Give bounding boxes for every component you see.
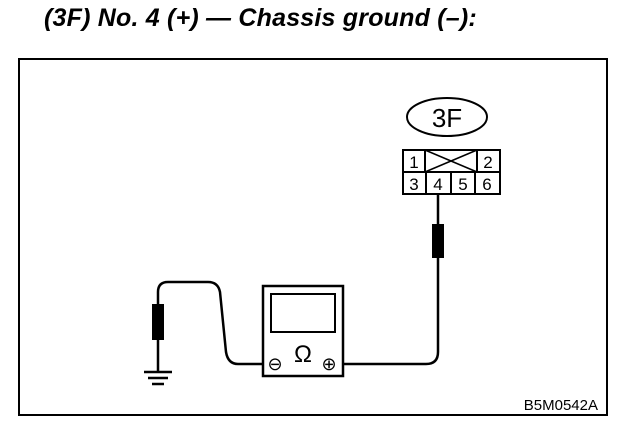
connector-3f: 1 2 3 4 5 6 <box>402 149 501 195</box>
negative-terminal-icon: ⊖ <box>267 354 282 374</box>
pin-5-label: 5 <box>458 175 467 194</box>
page-title: (3F) No. 4 (+) — Chassis ground (–): <box>44 4 477 32</box>
chassis-ground-icon <box>144 370 172 386</box>
pin-6-label: 6 <box>482 175 491 194</box>
pin-2-label: 2 <box>483 153 492 172</box>
positive-probe-lead <box>338 194 444 366</box>
positive-probe-wire <box>338 194 440 366</box>
pin-4-label: 4 <box>433 175 442 194</box>
pin-3-label: 3 <box>409 175 418 194</box>
ohmmeter-display <box>270 293 336 333</box>
connector-label-ellipse <box>406 97 488 137</box>
figure-code: B5M0542A <box>524 397 598 414</box>
negative-probe-wire <box>156 280 266 372</box>
negative-probe-lead <box>152 280 266 372</box>
ohm-symbol: Ω <box>294 341 312 368</box>
blank-cavity-cross <box>424 149 478 173</box>
connector-id-label: 3F <box>432 103 462 133</box>
ohmmeter: Ω ⊖ ⊕ <box>261 284 345 378</box>
diagram-frame <box>18 58 608 416</box>
positive-terminal-icon: ⊕ <box>321 354 336 374</box>
negative-probe-tip <box>152 304 164 340</box>
positive-probe-tip <box>432 224 444 258</box>
connector-label: 3F <box>406 97 488 137</box>
pin-1-label: 1 <box>409 153 418 172</box>
